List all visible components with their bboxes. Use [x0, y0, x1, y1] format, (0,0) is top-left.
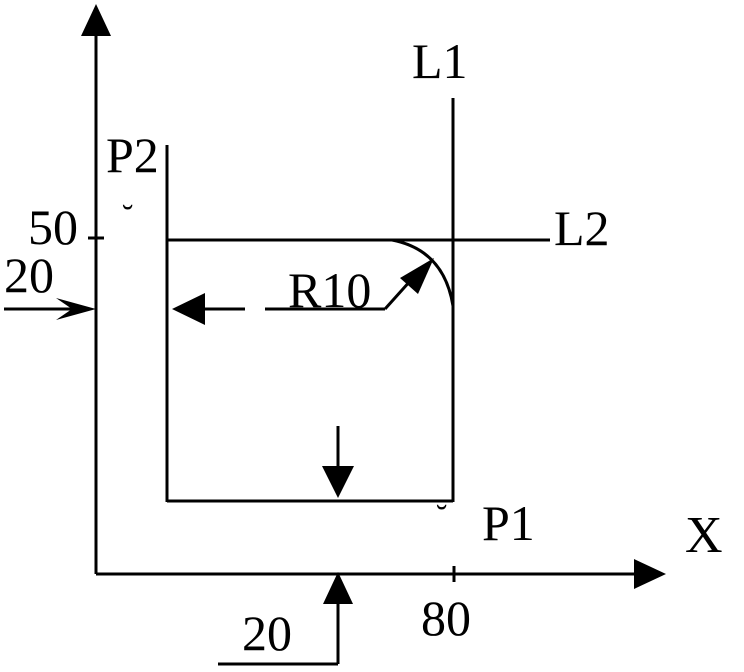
dim-20-left-head	[56, 298, 96, 320]
x-axis-label: X	[685, 507, 723, 564]
feed-arrow-down-head	[322, 466, 354, 498]
dim-20-bottom-label: 20	[242, 605, 292, 661]
point-p1-mark: ˘	[436, 499, 447, 536]
radius-label: R10	[288, 262, 371, 318]
feed-arrow-left-head	[172, 293, 205, 325]
dim-20-left-label: 20	[4, 247, 54, 303]
dim-50-label: 50	[28, 199, 78, 255]
dim-20-bottom-head	[323, 572, 353, 604]
point-p2-mark: ˘	[122, 199, 133, 236]
radius-leader-arrowhead	[400, 258, 434, 294]
point-p2-label: P2	[106, 127, 159, 183]
point-p1-label: P1	[482, 495, 535, 551]
y-axis-arrowhead	[81, 4, 111, 36]
line-l1-label: L1	[412, 33, 468, 89]
x-axis-arrowhead	[634, 559, 666, 589]
fillet-arc-r10	[391, 238, 455, 307]
line-l2-label: L2	[554, 200, 610, 256]
dim-80-label: 80	[421, 590, 471, 646]
